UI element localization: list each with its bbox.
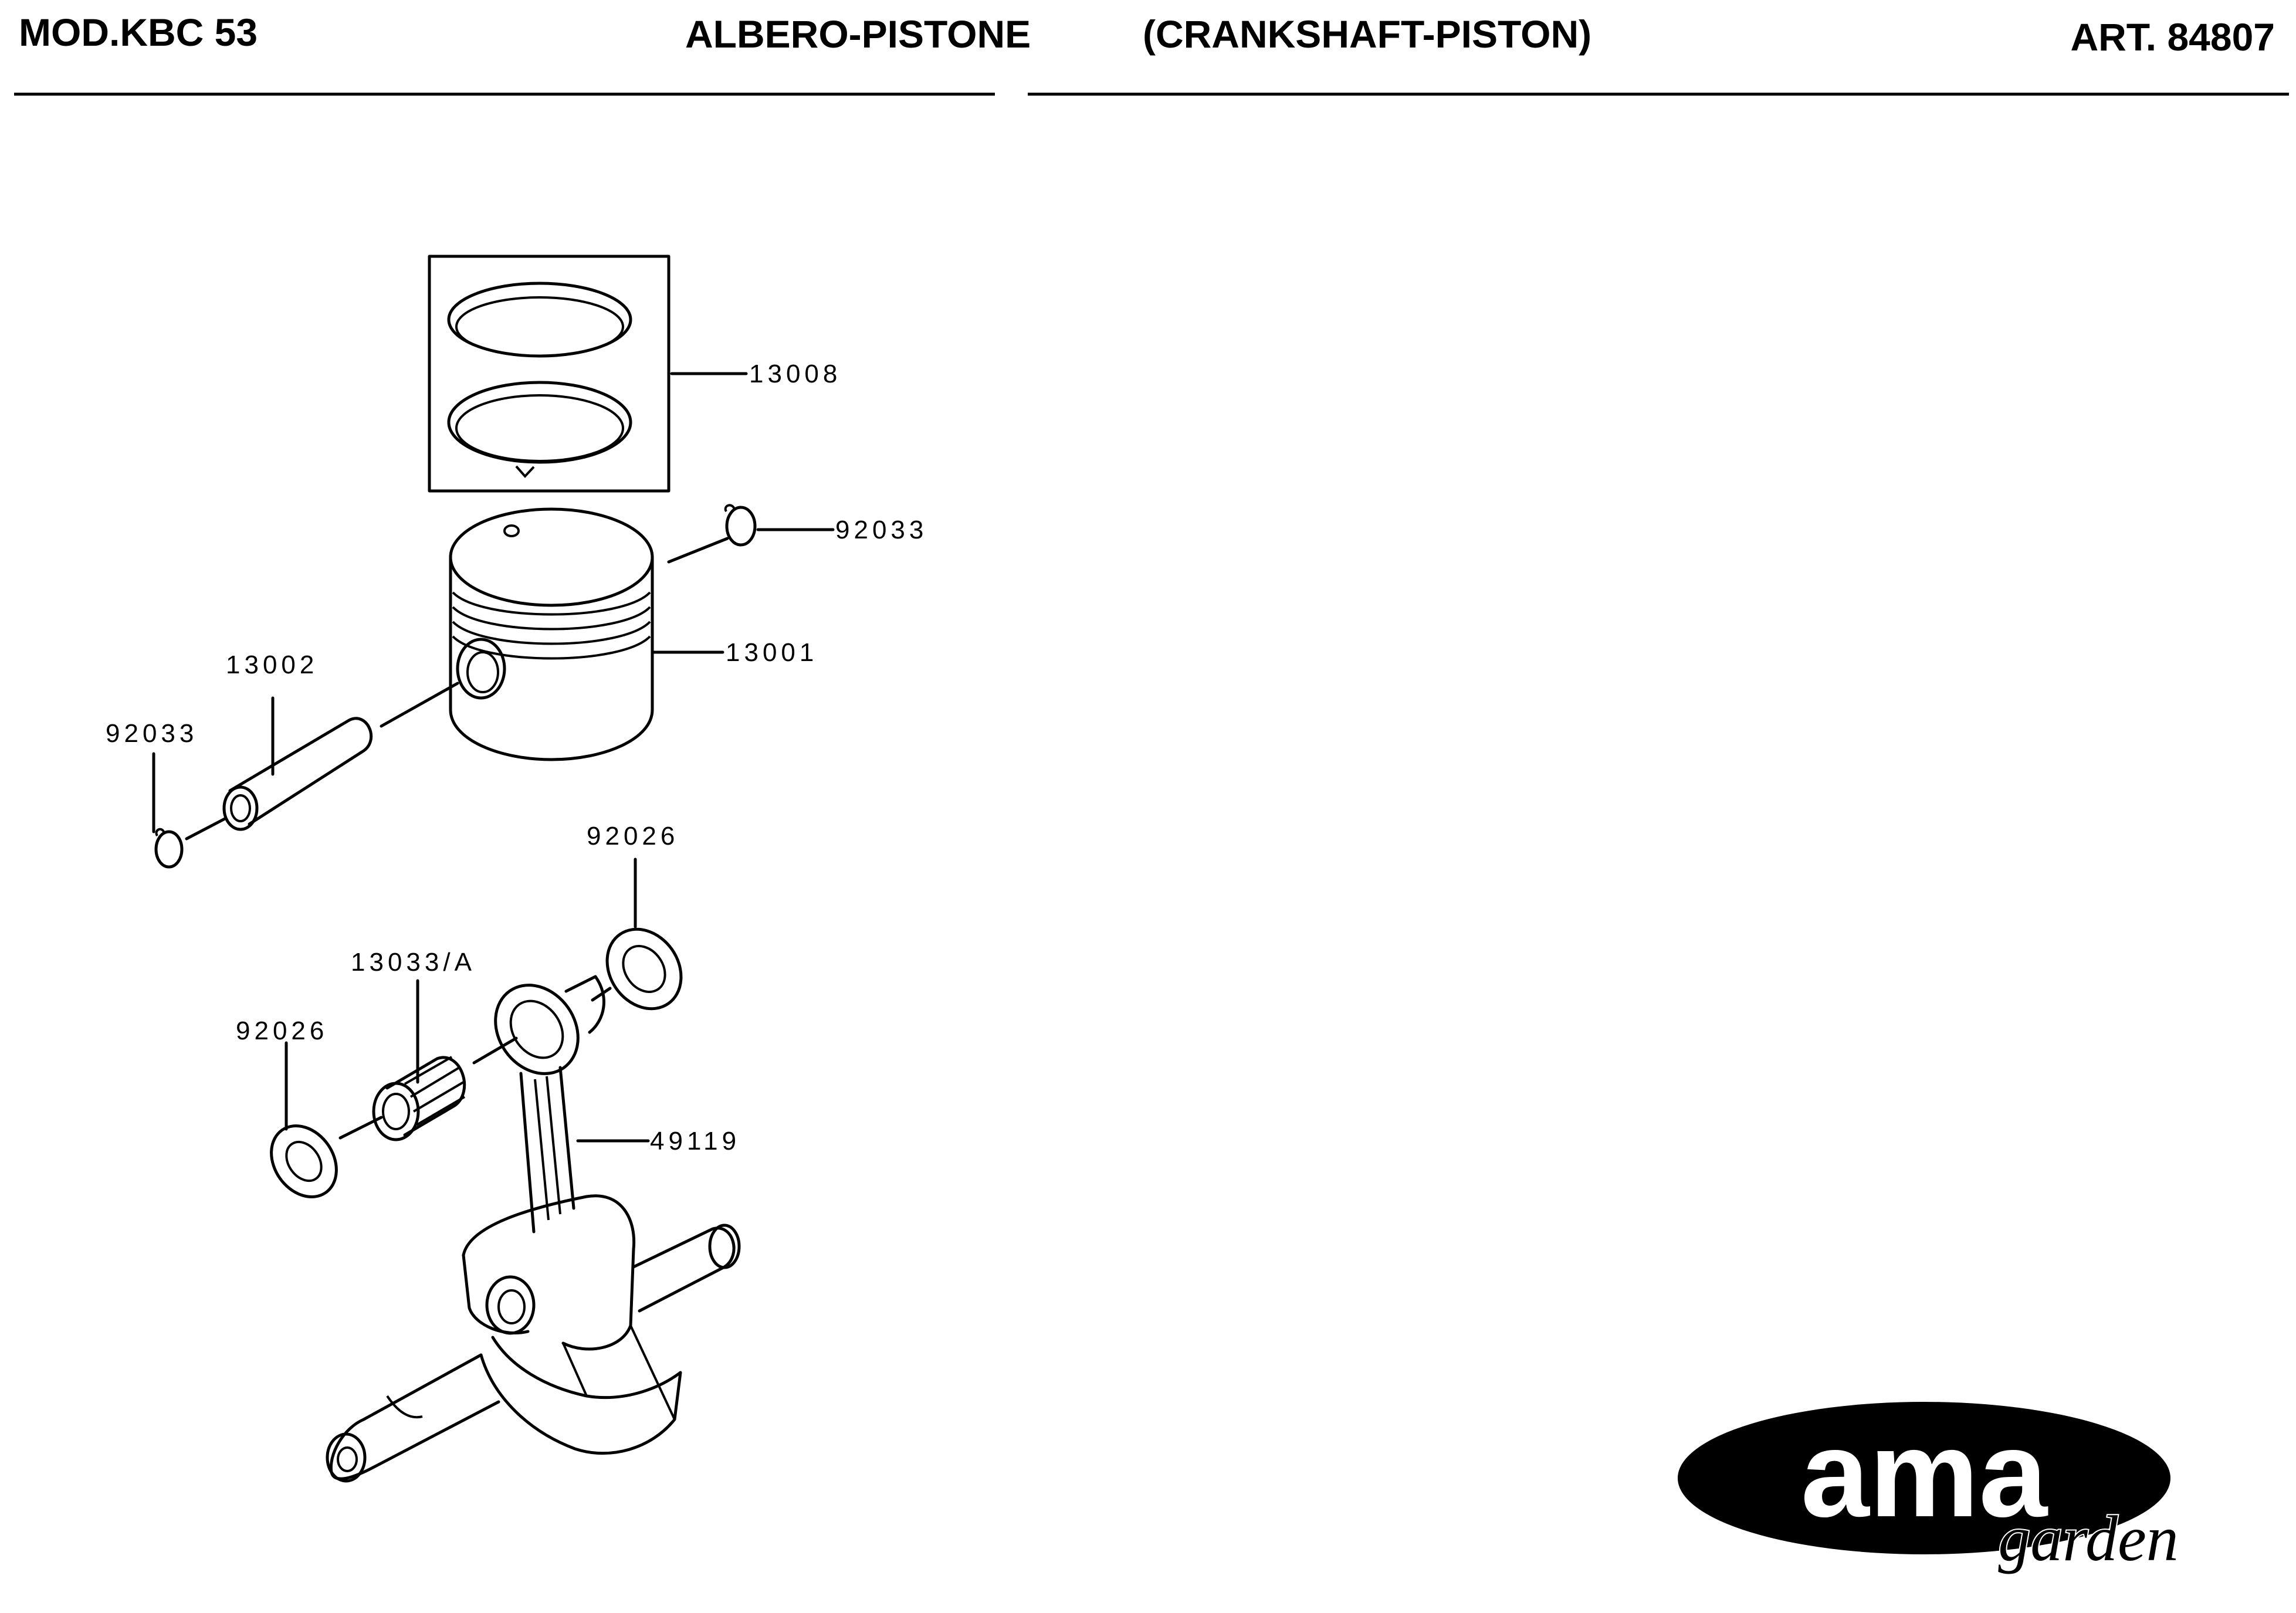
part-label-49119: 49119 — [650, 1127, 740, 1155]
header-rule-left — [14, 93, 995, 96]
article-number: ART. 84807 — [2070, 15, 2275, 59]
part-label-92026-upper: 92026 — [587, 822, 679, 850]
needle-bearing-13033a[interactable] — [372, 979, 518, 1141]
page-title-english: (CRANKSHAFT-PISTON) — [1143, 12, 1592, 56]
part-label-13033a: 13033/A — [351, 948, 476, 977]
ama-garden-logo: ama garden — [1678, 1402, 2180, 1575]
circlip-92033-upper[interactable] — [667, 504, 835, 564]
part-label-13008: 13008 — [749, 360, 841, 388]
crankshaft-connecting-rod-49119[interactable] — [326, 969, 741, 1483]
header-rule-right — [1028, 93, 2289, 96]
part-label-13002: 13002 — [226, 650, 318, 679]
washer-92026-upper[interactable] — [591, 858, 696, 1023]
logo-brand-text: ama — [1801, 1405, 2049, 1543]
washer-92026-lower[interactable] — [258, 1041, 383, 1209]
part-label-92026-lower: 92026 — [236, 1016, 328, 1045]
model-label: MOD.KBC 53 — [19, 11, 258, 54]
piston-rings-13008[interactable] — [428, 255, 748, 493]
part-label-92033-upper: 92033 — [835, 516, 927, 544]
part-label-92033-lower: 92033 — [106, 719, 198, 748]
logo-sub-text: garden — [1998, 1503, 2179, 1574]
piston-13001[interactable] — [449, 507, 724, 761]
piston-pin-13002[interactable] — [222, 682, 459, 831]
page-title-italian: ALBERO-PISTONE — [685, 12, 1031, 56]
part-label-13001: 13001 — [726, 638, 818, 667]
circlip-92033-lower[interactable] — [152, 752, 228, 869]
